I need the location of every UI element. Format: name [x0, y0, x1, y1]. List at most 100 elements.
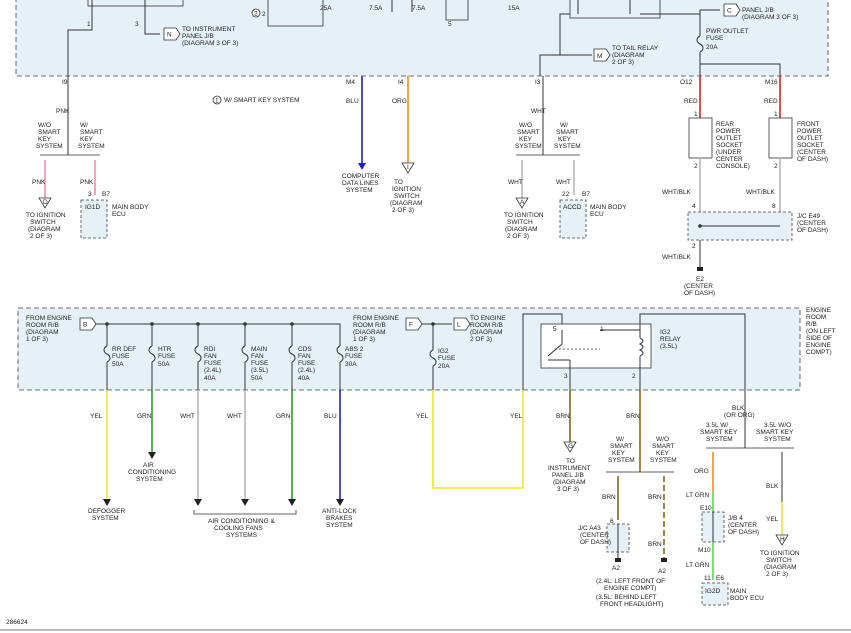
svg-text:KEY: KEY	[80, 136, 94, 143]
svg-text:(DIAGRAM: (DIAGRAM	[28, 226, 61, 233]
svg-text:C: C	[727, 8, 732, 15]
wo-smart-left: SYSTEM	[36, 143, 63, 150]
svg-text:BLK: BLK	[766, 483, 779, 490]
svg-text:WHT: WHT	[508, 179, 523, 186]
main-body-ecu-ig1d	[80, 199, 108, 239]
pin-1-label: 1	[87, 21, 91, 28]
svg-text:(2.4L: LEFT FRONT OF: (2.4L: LEFT FRONT OF	[596, 578, 665, 585]
svg-text:B: B	[83, 322, 87, 329]
main-body-ecu-accd	[559, 199, 587, 239]
svg-text:WHT: WHT	[556, 179, 571, 186]
fuse-25a-label: 25A	[320, 5, 332, 12]
svg-text:(UNDER: (UNDER	[716, 149, 742, 156]
svg-text:3: 3	[564, 373, 568, 380]
svg-text:ABS 2: ABS 2	[345, 346, 364, 353]
svg-text:FUSE: FUSE	[204, 360, 222, 367]
svg-text:MAIN: MAIN	[730, 588, 747, 595]
svg-text:WHT/BLK: WHT/BLK	[662, 189, 692, 196]
abs2-fuse-label: 30A	[345, 361, 357, 368]
svg-text:(DIAGRAM: (DIAGRAM	[764, 564, 797, 571]
blk-or-org-text: (OR ORG)	[724, 412, 755, 419]
svg-text:N: N	[167, 32, 172, 39]
svg-text:M: M	[597, 53, 602, 60]
anti-lock-text: SYSTEM	[326, 522, 353, 529]
svg-text:BLK: BLK	[732, 405, 745, 412]
svg-text:BRN: BRN	[648, 541, 662, 548]
svg-text:ORG: ORG	[392, 98, 407, 105]
ground-e2-text: OF DASH)	[684, 290, 715, 297]
svg-text:11: 11	[704, 575, 711, 582]
svg-text:LT GRN: LT GRN	[686, 562, 710, 569]
main-body-ecu-label-1: ECU	[112, 211, 126, 218]
ground-e2-icon	[697, 267, 703, 271]
svg-text:A: A	[520, 199, 525, 206]
svg-text:CENTER: CENTER	[716, 156, 743, 163]
connector-l-flag	[453, 317, 471, 331]
wo-smart-bottom: SYSTEM	[650, 457, 677, 464]
svg-text:B7: B7	[102, 191, 110, 198]
air-cond-text: SYSTEM	[136, 476, 163, 483]
main-body-ecu-label-3: BODY ECU	[730, 595, 764, 602]
svg-text:BRN: BRN	[556, 413, 570, 420]
connector-i-arrow	[401, 162, 415, 174]
svg-text:CDS: CDS	[298, 346, 312, 353]
svg-text:(3.5L: BEHIND LEFT: (3.5L: BEHIND LEFT	[596, 594, 657, 601]
svg-text:W/O: W/O	[656, 436, 669, 443]
svg-text:FRONT: FRONT	[797, 121, 819, 128]
svg-text:(DIAGRAM: (DIAGRAM	[470, 329, 503, 336]
svg-text:3.5L W/O: 3.5L W/O	[764, 422, 791, 429]
svg-text:KEY: KEY	[519, 136, 533, 143]
wo-smart-mid: SYSTEM	[515, 143, 542, 150]
svg-text:A2: A2	[612, 565, 620, 572]
svg-text:J/B 4: J/B 4	[728, 515, 743, 522]
pwr-outlet-fuse-symbol	[696, 35, 704, 53]
front-power-outlet-socket	[768, 117, 793, 159]
svg-text:SWITCH: SWITCH	[766, 557, 792, 564]
svg-text:SWITCH: SWITCH	[394, 193, 420, 200]
svg-text:G: G	[568, 443, 573, 450]
pwr-outlet-fuse-label: PWR OUTLET	[706, 28, 749, 35]
note-circle-1	[212, 95, 222, 105]
svg-text:(CENTER: (CENTER	[728, 522, 757, 529]
svg-text:MAIN BODY: MAIN BODY	[590, 204, 627, 211]
to-engine-l-text: 2 OF 3)	[470, 336, 492, 343]
jb4-text: OF DASH)	[728, 529, 759, 536]
svg-text:OUTLET: OUTLET	[716, 135, 742, 142]
svg-text:PNK: PNK	[80, 179, 94, 186]
svg-text:TO ENGINE: TO ENGINE	[470, 315, 506, 322]
svg-text:IGNITION: IGNITION	[392, 186, 421, 193]
svg-text:(DIAGRAM: (DIAGRAM	[26, 329, 59, 336]
svg-text:YEL: YEL	[90, 413, 103, 420]
main-body-ecu-label-2: ECU	[590, 211, 604, 218]
svg-text:KEY: KEY	[612, 450, 626, 457]
svg-text:F: F	[409, 322, 413, 329]
svg-text:FUSE: FUSE	[298, 360, 316, 367]
svg-text:LT GRN: LT GRN	[686, 492, 710, 499]
w35o-smart-text: SYSTEM	[764, 436, 791, 443]
svg-text:(3.5L): (3.5L)	[251, 367, 268, 374]
to-ignition-i-text: 2 OF 3)	[392, 207, 414, 214]
svg-text:SMART: SMART	[556, 129, 579, 136]
svg-text:INSTRUMENT: INSTRUMENT	[548, 465, 591, 472]
svg-text:2: 2	[632, 373, 636, 380]
svg-text:MAIN: MAIN	[251, 346, 268, 353]
w-smart-mid: SYSTEM	[554, 143, 581, 150]
fuse-75a-label-1: 7.5A	[369, 5, 383, 12]
svg-text:(CENTER: (CENTER	[684, 283, 713, 290]
svg-text:ENGINE COMPT): ENGINE COMPT)	[604, 585, 656, 592]
svg-text:SMART: SMART	[652, 443, 675, 450]
htr-fuse-label: 50A	[158, 361, 170, 368]
svg-text:TO: TO	[394, 179, 403, 186]
svg-text:FROM ENGINE: FROM ENGINE	[353, 315, 400, 322]
svg-text:POWER: POWER	[797, 128, 822, 135]
svg-text:DEFOGGER: DEFOGGER	[88, 508, 126, 515]
ground-a2-icon-1	[615, 558, 621, 562]
svg-text:TO IGNITION: TO IGNITION	[504, 212, 544, 219]
svg-text:BLU: BLU	[324, 413, 337, 420]
svg-text:SMART: SMART	[517, 129, 540, 136]
main-fan-fuse-label: 50A	[251, 375, 263, 382]
svg-text:IG1D: IG1D	[85, 204, 100, 211]
defogger-text: SYSTEM	[92, 515, 119, 522]
svg-text:(DIAGRAM 3 OF 3): (DIAGRAM 3 OF 3)	[742, 14, 798, 21]
to-ignition-a-text: 2 OF 3)	[507, 233, 529, 240]
